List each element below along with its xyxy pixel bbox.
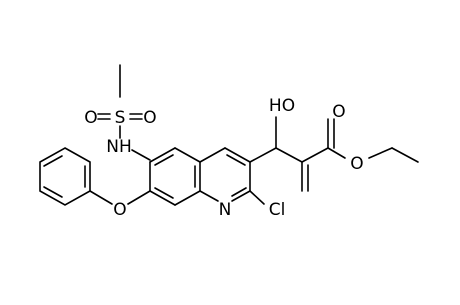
quinoline-core: N Cl	[149, 147, 286, 220]
ring-nitrogen-label: N	[219, 200, 232, 220]
bond-ring-carbinol	[249, 147, 277, 163]
phenyl-double-bond-3	[43, 186, 63, 198]
hydroxyl-label: HO	[269, 96, 295, 116]
bond-ring-b1	[199, 147, 226, 163]
bond-ester-ethyl-1	[368, 147, 393, 159]
ring-b-double-2	[231, 187, 247, 197]
bond-ring-b4	[231, 190, 251, 202]
bond-ring-a6	[149, 147, 176, 163]
sulfonyl-oxygen-left-label: O	[84, 108, 97, 128]
bond-alkene-carbonyl	[301, 147, 329, 163]
side-chain: HO O O	[249, 96, 419, 192]
bond-carbinol-alkene	[275, 147, 303, 163]
sulfonyl-oxygen-right-label: O	[143, 108, 156, 128]
bond-phenyl-oxygen	[89, 190, 113, 205]
ring-a-double-2	[154, 187, 174, 199]
bond-ring-b2	[224, 147, 251, 163]
sulfur-label: S	[115, 108, 126, 128]
phenyl-double-bond-2	[43, 155, 63, 167]
ester-carbonyl-oxygen-label: O	[332, 102, 345, 122]
ester-oxygen-label: O	[350, 154, 363, 174]
bond-ring-b5	[199, 190, 219, 202]
phenoxy-group: O	[39, 147, 151, 220]
ring-a-double-1	[154, 154, 174, 166]
bond-oxygen-ring	[127, 190, 151, 205]
bond-carbonyl-ester-oxygen	[327, 147, 346, 159]
ether-oxygen-label: O	[113, 200, 126, 220]
bond-ring-a1	[174, 147, 201, 163]
bond-ring-chlorine	[249, 190, 265, 205]
ring-b-double-1	[226, 154, 246, 166]
bond-ethyl-2	[391, 147, 419, 163]
chlorine-label: Cl	[269, 200, 286, 220]
phenyl-ring	[39, 147, 91, 206]
sulfonamide-group: S O O NH	[84, 64, 157, 161]
amide-nitrogen-label: NH	[106, 137, 132, 157]
bond-ring-a4	[149, 190, 176, 206]
bond-ring-a3	[174, 190, 201, 206]
bond-nitrogen-ring	[131, 149, 151, 161]
